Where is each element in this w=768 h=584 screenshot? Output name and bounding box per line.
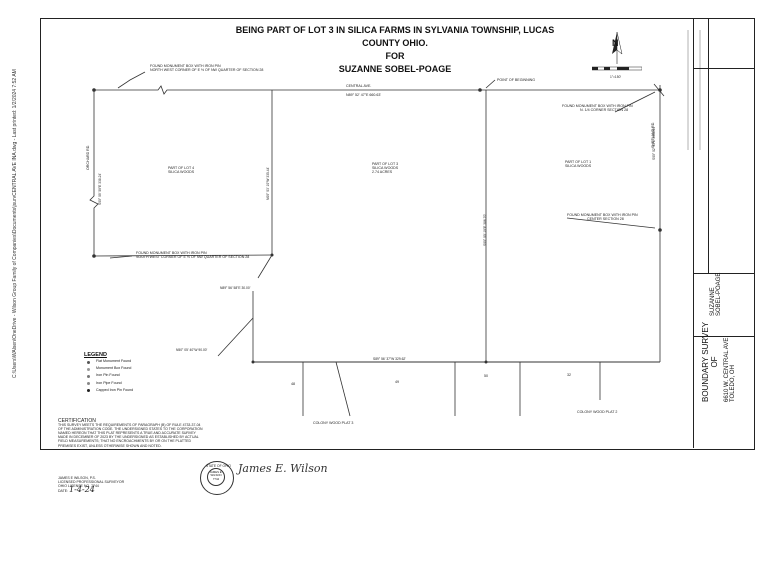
title-line-1: BEING PART OF LOT 3 IN SILICA FARMS IN S… [235, 25, 555, 35]
surveyor-signature: James E. Wilson [238, 462, 328, 475]
certification-block: CERTIFICATION THIS SURVEY MEETS THE REQU… [58, 418, 258, 494]
north-letter: N [612, 38, 619, 48]
orchard-rd-label: ORCHARD RD. [86, 144, 90, 170]
surveyor-name: JAMES E WILSON, P.S. [58, 475, 96, 480]
legend-item: Iron Pipe Found [84, 380, 174, 387]
colony-wood-plat-2: COLONY WOOD PLAT 2 [577, 410, 618, 414]
bearing-lot3: S00° 00' 19"E 386.70' [483, 214, 487, 246]
certification-line: PREMISES EXIST, UNLESS OTHERWISE SHOWN A… [58, 443, 162, 448]
title-line-3: FOR [385, 51, 405, 61]
signature-date: DATE: 1-4-24 [58, 484, 95, 494]
bearing-short: N89° 56' 58"E 30.00' [220, 286, 251, 290]
bearing-mid: N00° 03' 10"W 335.44' [266, 166, 270, 200]
bearing-left: S00° 09' 59"E 338.24' [98, 173, 102, 205]
certification-line: MADE IN DECEMBER OF 2023 BY THE UNDERSIG… [58, 435, 199, 440]
certification-line: NAMED HEREON THAT THIS PLAT REPRESENTS A… [58, 431, 196, 436]
title-line-2: COUNTY OHIO. [362, 38, 428, 48]
legend-item: Monument Box Found [84, 365, 174, 372]
legend-symbol-icon [87, 374, 90, 378]
plat-title: BEING PART OF LOT 3 IN SILICA FARMS IN S… [210, 24, 580, 76]
legend-symbol-icon [87, 382, 90, 386]
legend-item: Capped Iron Pin Found [84, 387, 174, 394]
lot-number: 50 [484, 374, 488, 378]
scale-label: 1"=150' [610, 75, 622, 79]
title-line-4: SUZANNE SOBEL-POAGE [338, 64, 452, 74]
central-bearing: N89° 52' 47"E 660.63' [346, 93, 382, 97]
north-arrow-icon [592, 31, 642, 71]
legend-symbol-icon [87, 360, 90, 364]
certification-line: OF THE ADMINISTRATION CODE. THE UNDERSIG… [58, 427, 203, 432]
title-block [693, 18, 754, 448]
bearing-right: S00° 02' 40"E 3008.90' [652, 126, 656, 160]
legend-item: Flat Monument Found [84, 358, 174, 365]
bearing-south: S89° 56' 37"W 329.62' [373, 357, 406, 361]
surveyor-license: LICENSED PROFESSIONAL SURVEYOR [58, 479, 125, 484]
lot-number: 49 [395, 380, 399, 384]
drawing-border [40, 18, 755, 450]
lot-number: 48 [291, 382, 295, 386]
certification-line: THIS SURVEY MEETS THE REQUIREMENTS OF PA… [58, 423, 201, 428]
legend-symbol-icon [87, 389, 90, 393]
surveyor-seal: STATE OF OHIO JAMES E. WILSON 7744 [200, 461, 234, 495]
lot-number: 32 [567, 373, 571, 377]
colony-wood-plat-3: COLONY WOOD PLAT 3 [313, 421, 354, 425]
bearing-diag: N50° 05' 40"W 90.00' [176, 348, 208, 352]
central-ave-label: CENTRAL AVE. [346, 84, 372, 88]
certification-line: FIELD MEASUREMENTS; THAT NO ENCROACHMENT… [58, 439, 192, 444]
legend-heading: LEGEND [84, 352, 107, 358]
legend-item: Iron Pin Found [84, 372, 174, 379]
point-of-beginning: POINT OF BEGINNING [497, 78, 536, 82]
orchard-line [89, 90, 99, 256]
license-number: OHIO LICENSE NO. 7744 [58, 483, 99, 488]
file-path-stamp: C:\Users\WAlsen\OneDrive - Wilson Group … [12, 69, 18, 378]
legend-symbol-icon [87, 367, 90, 371]
certification-heading: CERTIFICATION [58, 418, 96, 424]
